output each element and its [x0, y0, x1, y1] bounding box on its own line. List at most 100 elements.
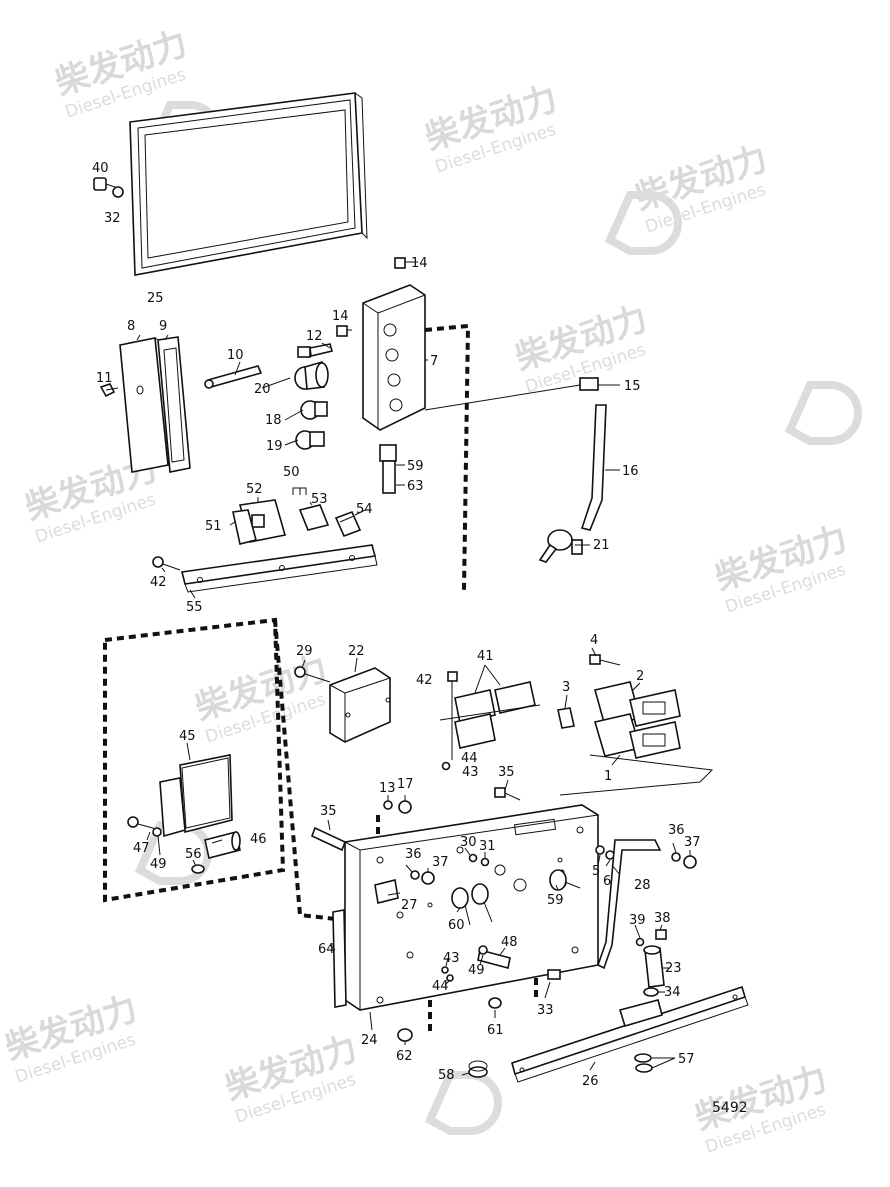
nut-43-panel — [441, 966, 449, 974]
callout-label: 62 — [396, 1049, 413, 1064]
plug-14-top — [394, 257, 406, 269]
callout-label: 35 — [320, 804, 337, 819]
callout-label: 48 — [501, 935, 518, 950]
callout-label: 22 — [348, 644, 365, 659]
nuts-36-37-stay — [671, 852, 697, 869]
callout-label: 49 — [150, 857, 167, 872]
callout-label: 61 — [487, 1023, 504, 1038]
grommet-56 — [191, 864, 205, 874]
callout-label: 33 — [537, 1003, 554, 1018]
panel-outlines — [103, 323, 538, 1035]
nut-62 — [397, 1028, 413, 1042]
callout-label: 55 — [186, 600, 203, 615]
damper-23 — [643, 945, 665, 988]
callout-label: 10 — [227, 348, 244, 363]
nuts-36-37-panel — [410, 870, 435, 885]
callout-label: 14 — [332, 309, 349, 324]
nut-61 — [488, 997, 502, 1009]
bracket-64 — [332, 909, 347, 1008]
callout-label: 7 — [430, 354, 438, 369]
washer-32 — [112, 186, 124, 198]
callout-label: 27 — [401, 898, 418, 913]
callout-label: 1 — [604, 769, 612, 784]
callout-label: 44 — [461, 751, 478, 766]
callout-label: 63 — [407, 479, 424, 494]
watermark-logo: 柴发动力 Diesel-Engines — [630, 138, 772, 237]
callout-label: 4 — [590, 633, 598, 648]
screw-48 — [477, 949, 511, 969]
nut-44-panel — [446, 974, 454, 982]
callout-label: 36 — [405, 847, 422, 862]
callout-label: 34 — [664, 985, 681, 1000]
callout-label: 12 — [306, 329, 323, 344]
rod-10 — [204, 365, 263, 389]
nut-17 — [398, 800, 412, 814]
callout-label: 43 — [462, 765, 479, 780]
callout-label: 59 — [407, 459, 424, 474]
screw-29 — [294, 666, 331, 683]
callout-label: 60 — [448, 918, 465, 933]
screw-42-relay — [447, 671, 458, 760]
support-bar-26 — [511, 985, 749, 1083]
callout-label: 47 — [133, 841, 150, 856]
washers-57 — [634, 1053, 653, 1073]
callout-label: 17 — [397, 777, 414, 792]
knob-54 — [334, 510, 362, 538]
callout-label: 40 — [92, 161, 109, 176]
connectors-60 — [451, 883, 493, 926]
screw-42-rail — [152, 556, 181, 571]
callout-label: 59 — [547, 893, 564, 908]
callout-label: 58 — [438, 1068, 455, 1083]
washer-49-panel — [478, 945, 488, 955]
stay-28 — [597, 839, 662, 970]
watermark-logo: 柴发动力 Diesel-Engines — [0, 988, 142, 1087]
switch-2 — [593, 681, 681, 759]
callout-label: 3 — [562, 680, 570, 695]
callout-label: 36 — [668, 823, 685, 838]
callout-label: 20 — [254, 382, 271, 397]
callout-label: 54 — [356, 502, 373, 517]
callout-label: 24 — [361, 1033, 378, 1048]
callout-label: 49 — [468, 963, 485, 978]
callout-label: 31 — [479, 839, 496, 854]
callout-label: 35 — [498, 765, 515, 780]
housing-7 — [362, 284, 426, 431]
callout-label: 56 — [185, 847, 202, 862]
screw-35-panel — [310, 826, 347, 852]
callout-label: 43 — [443, 951, 460, 966]
callout-label: 32 — [104, 211, 121, 226]
callout-label: 13 — [379, 781, 396, 796]
leader-lines — [105, 261, 691, 1076]
gasket-9 — [157, 336, 191, 473]
callout-label: 26 — [582, 1074, 599, 1089]
relay-box-22 — [329, 667, 391, 743]
callout-label: 9 — [159, 319, 167, 334]
nut-58 — [468, 1060, 488, 1078]
callout-label: 2 — [636, 669, 644, 684]
clip-50 — [292, 487, 307, 495]
callout-label: 52 — [246, 482, 263, 497]
sensor-18 — [300, 400, 328, 420]
callout-label: 37 — [684, 835, 701, 850]
sensor-19 — [295, 430, 325, 450]
drawing-number: 5492 — [712, 1100, 748, 1116]
callout-label: 23 — [665, 961, 682, 976]
callout-label: 29 — [296, 644, 313, 659]
callout-label: 46 — [250, 832, 267, 847]
callout-label: 57 — [678, 1052, 695, 1067]
callout-label: 11 — [96, 371, 113, 386]
callout-labels: 40 32 25 14 14 12 8 9 10 11 20 7 18 19 1… — [92, 161, 701, 1089]
callout-label: 38 — [654, 911, 671, 926]
screw-12 — [297, 343, 333, 358]
callout-label: 5 — [592, 864, 600, 879]
callout-label: 41 — [477, 649, 494, 664]
rail-55 — [181, 544, 378, 593]
callout-label: 37 — [432, 855, 449, 870]
watermark-logo: 柴发动力 Diesel-Engines — [190, 648, 332, 747]
callout-label: 30 — [460, 835, 477, 850]
nuts-30-31 — [468, 853, 490, 867]
fitting-15 — [579, 377, 599, 391]
nut-33 — [547, 969, 561, 980]
nut-13 — [383, 800, 393, 810]
